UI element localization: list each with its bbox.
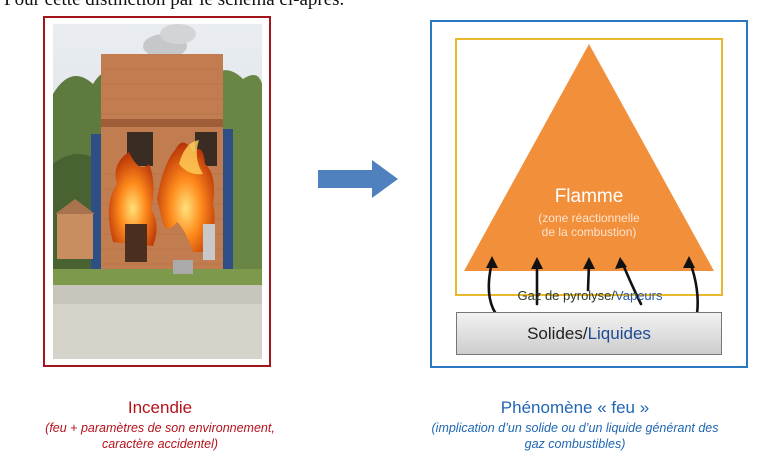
incendie-title: Incendie: [127, 398, 193, 417]
phenomene-caption: Phénomène « feu » (implication d’un soli…: [380, 398, 770, 452]
gas-label-part1: Gaz de pyrolyse/: [517, 288, 616, 303]
incendie-photo-frame: [43, 16, 271, 367]
incendie-subtitle-line1: (feu + paramètres de son environnement,: [45, 421, 275, 435]
right-arrow-icon: [318, 160, 398, 198]
incendie-subtitle: (feu + paramètres de son environnement, …: [0, 420, 320, 452]
intro-text-line: Pour cette distinction par le schéma ci-…: [4, 0, 604, 13]
flame-subtitle-line1: (zone réactionnelle: [538, 211, 640, 225]
house-fire-photo: [53, 24, 262, 359]
phenomene-title: Phénomène « feu »: [500, 398, 650, 417]
phenomene-subtitle-line2: gaz combustibles): [524, 437, 626, 451]
solids-label: Solides/: [527, 323, 588, 343]
flame-title: Flamme: [554, 186, 624, 207]
gas-label-part2: Vapeurs: [615, 288, 663, 303]
incendie-subtitle-line2: caractère accidentel): [101, 437, 219, 451]
gas-label: Gaz de pyrolyse/Vapeurs: [500, 288, 680, 303]
liquids-label: Liquides: [587, 323, 651, 343]
flame-subtitle-line2: de la combustion): [541, 225, 637, 239]
incendie-caption: Incendie (feu + paramètres de son enviro…: [0, 398, 320, 452]
phenomene-subtitle: (implication d’un solide ou d’un liquide…: [380, 420, 770, 452]
house-fire-illustration: [53, 24, 262, 359]
flame-subtitle: (zone réactionnelle de la combustion): [512, 211, 666, 239]
solids-liquids-box: Solides/Liquides: [456, 312, 722, 355]
phenomene-subtitle-line1: (implication d’un solide ou d’un liquide…: [431, 421, 719, 435]
